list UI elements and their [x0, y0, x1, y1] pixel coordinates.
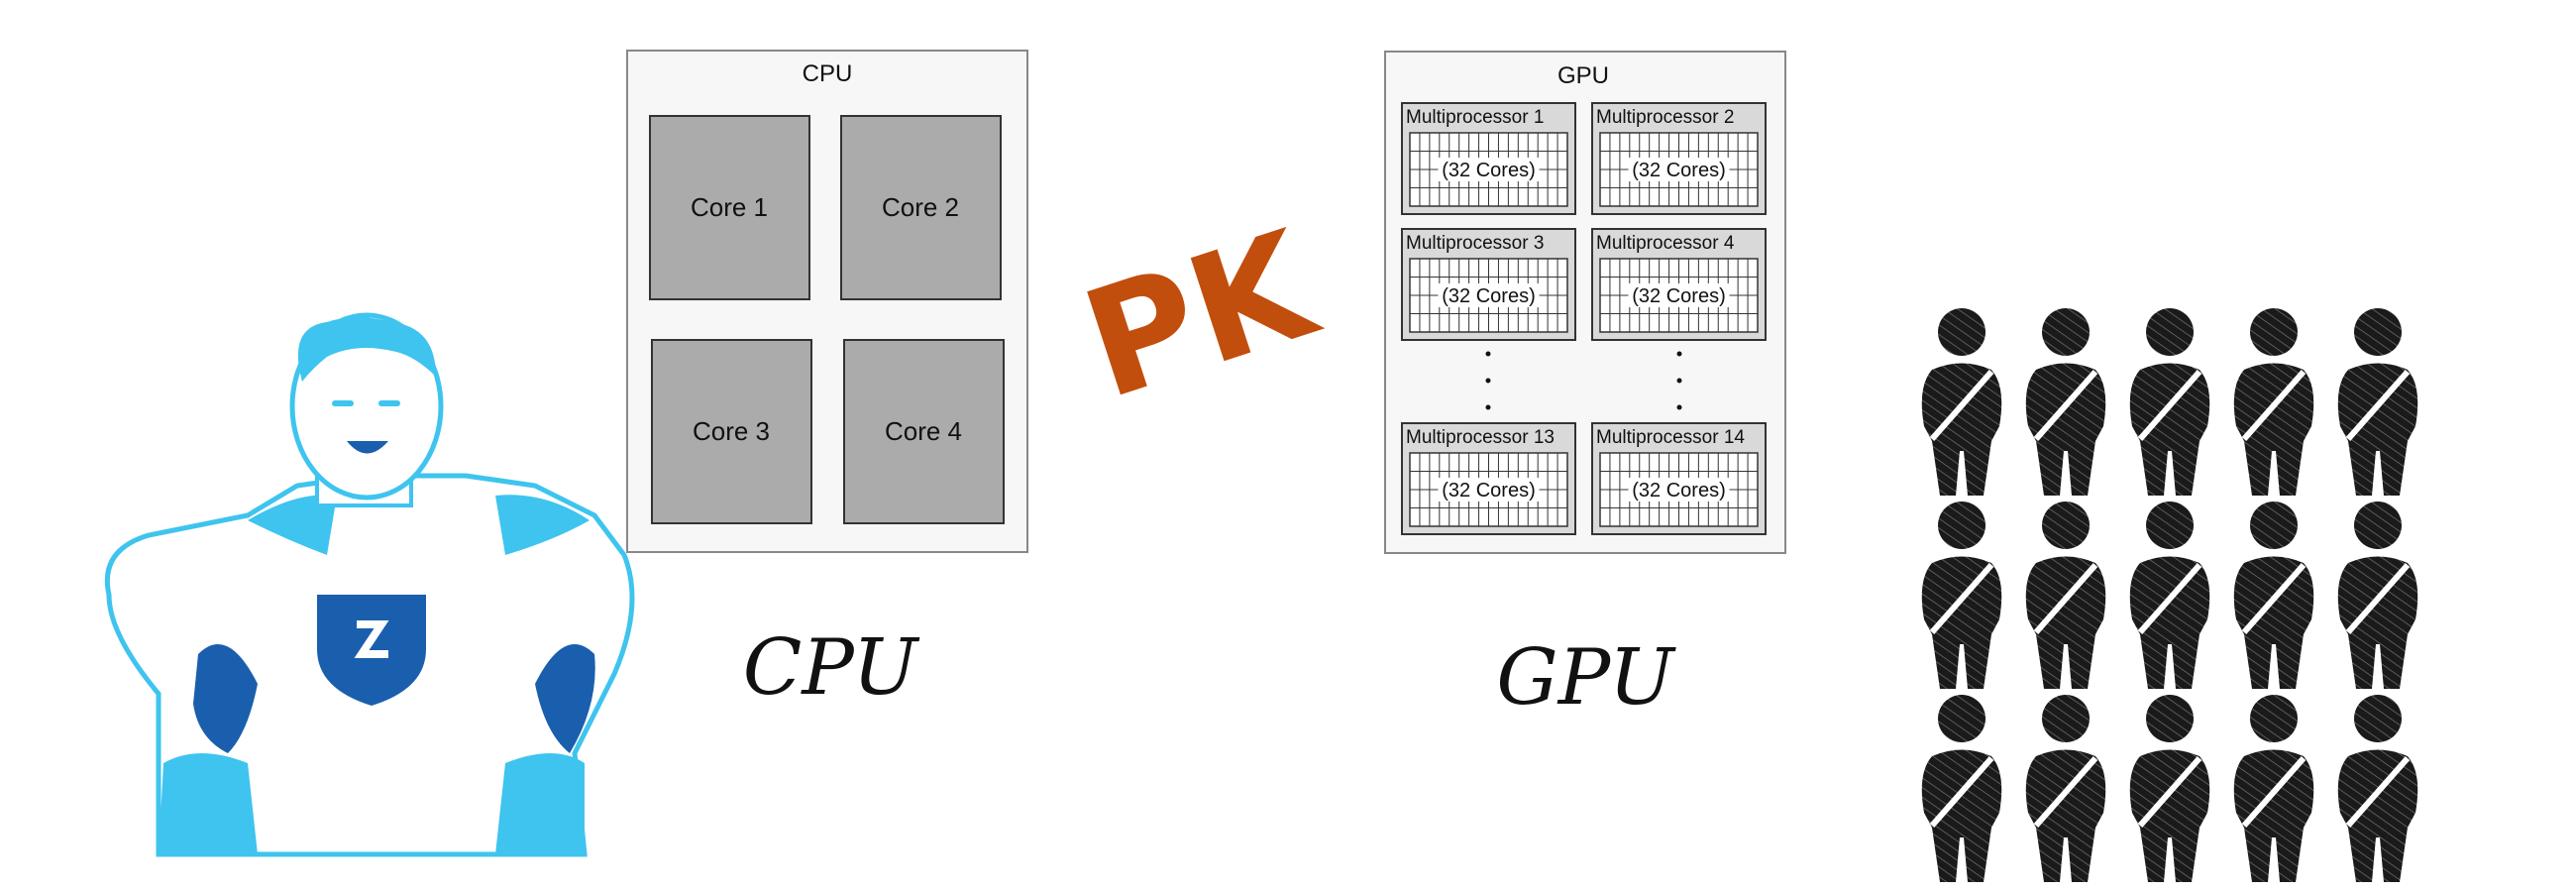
person-icon	[2233, 502, 2314, 689]
cpu-core	[651, 339, 812, 524]
cpu-core-label: Core 2	[882, 192, 959, 222]
multiprocessor-cores: (32 Cores)	[1442, 285, 1535, 307]
person-icon	[2233, 695, 2314, 882]
cpu-caption: CPU	[743, 623, 920, 713]
person-icon	[2025, 695, 2106, 882]
person-icon	[2337, 502, 2418, 689]
gpu-caption: GPU	[1496, 633, 1675, 723]
person-icon	[2337, 308, 2418, 496]
cpu-core	[840, 115, 1002, 300]
multiprocessor: Multiprocessor 3 (32 Cores)	[1401, 228, 1576, 341]
crowd-of-people-icon	[1921, 308, 2418, 882]
cpu-core-label: Core 3	[693, 416, 770, 446]
multiprocessor: Multiprocessor 4 (32 Cores)	[1591, 228, 1767, 341]
multiprocessor-title: Multiprocessor 4	[1596, 233, 1735, 254]
person-icon	[1921, 308, 2002, 496]
person-icon	[2337, 695, 2418, 882]
cpu-core	[649, 115, 810, 300]
multiprocessor-cores: (32 Cores)	[1442, 160, 1535, 181]
cpu-box-title: CPU	[803, 60, 853, 87]
multiprocessor: Multiprocessor 2 (32 Cores)	[1591, 102, 1767, 215]
person-icon	[2129, 502, 2210, 689]
person-icon	[2129, 695, 2210, 882]
person-icon	[2233, 308, 2314, 496]
multiprocessor-cores: (32 Cores)	[1632, 160, 1725, 181]
multiprocessor: Multiprocessor 13 (32 Cores)	[1401, 422, 1576, 535]
person-icon	[2129, 308, 2210, 496]
gpu-diagram: GPU Multiprocessor 1(32 Cores)Multiproce…	[1384, 51, 1786, 554]
multiprocessor-cores: (32 Cores)	[1632, 285, 1725, 307]
person-icon	[2025, 502, 2106, 689]
multiprocessor-cores: (32 Cores)	[1442, 480, 1535, 502]
multiprocessor-title: Multiprocessor 13	[1406, 427, 1555, 448]
cpu-core-label: Core 1	[691, 192, 768, 222]
cpu-core	[843, 339, 1005, 524]
person-icon	[1921, 695, 2002, 882]
gpu-box-title: GPU	[1557, 62, 1609, 89]
cpu-core-label: Core 4	[885, 416, 962, 446]
multiprocessor: Multiprocessor 14 (32 Cores)	[1591, 422, 1767, 535]
ellipsis-dots	[1485, 351, 1682, 410]
multiprocessor: Multiprocessor 1 (32 Cores)	[1401, 102, 1576, 215]
person-icon	[2025, 308, 2106, 496]
multiprocessor-title: Multiprocessor 1	[1406, 107, 1544, 128]
superhero-mascot-icon	[104, 312, 635, 857]
multiprocessor-cores: (32 Cores)	[1632, 480, 1725, 502]
versus-label: PK	[1065, 198, 1336, 433]
multiprocessor-title: Multiprocessor 2	[1596, 107, 1734, 128]
multiprocessor-title: Multiprocessor 14	[1596, 427, 1745, 448]
person-icon	[1921, 502, 2002, 689]
cpu-diagram: CPU Core 1 Core 2 Core 3 Core 4	[626, 50, 1028, 553]
multiprocessor-title: Multiprocessor 3	[1406, 233, 1544, 254]
